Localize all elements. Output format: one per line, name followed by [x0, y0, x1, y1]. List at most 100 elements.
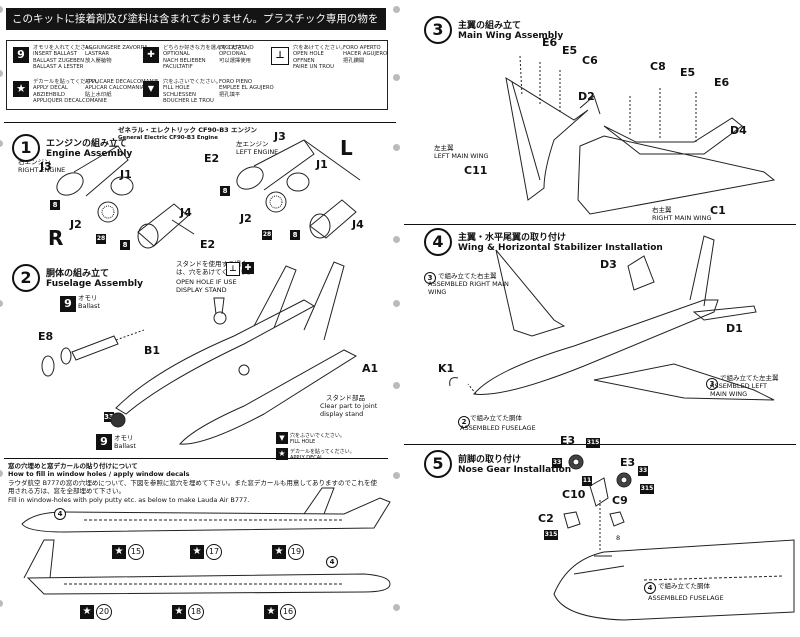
- part-a1: A1: [362, 362, 379, 375]
- paint-315-badge: 315: [544, 530, 558, 540]
- step4-title-jp: 主翼・水平尾翼の取り付け: [458, 233, 567, 243]
- part-e3: E3: [560, 434, 576, 447]
- binder-hole: [393, 604, 400, 611]
- paint-8-badge: 8: [220, 186, 230, 196]
- step2-title-en: Fuselage Assembly: [46, 279, 143, 289]
- binder-hole: [393, 472, 400, 479]
- ballast-label-jp: オモリ: [78, 294, 98, 302]
- ref-step3: 3: [424, 272, 436, 284]
- step1-divider: [4, 122, 396, 123]
- part-d3: D3: [600, 258, 617, 271]
- stand-note-jp: スタンドを使用する場合は、穴をあけてください。: [176, 260, 254, 276]
- paint-8-badge: 8: [50, 200, 60, 210]
- paint-28-badge: 28: [96, 234, 106, 244]
- paint-28-badge: 28: [262, 230, 272, 240]
- apply-decal-icon: ★: [276, 448, 288, 460]
- step4-title-en: Wing & Horizontal Stabilizer Installatio…: [458, 243, 663, 253]
- fill-hole-jp: 穴をふさいでください。: [290, 433, 345, 439]
- window-callout-bottom: 4: [326, 556, 338, 568]
- part-c9: C9: [612, 494, 628, 507]
- part-c10: C10: [562, 488, 586, 501]
- left-wing-note-en: ASSEMBLED LEFT MAIN WING: [710, 382, 767, 398]
- ref-step4: 4: [644, 582, 656, 594]
- step5-title-jp: 前脚の取り付け: [458, 455, 522, 465]
- step1-title-jp: エンジンの組み立て: [46, 139, 128, 149]
- right-page: 3 主翼の組み立て Main Wing Assembly E6 E5 C6 D2…: [404, 0, 796, 637]
- window-fuselage-drawings: [21, 487, 391, 595]
- part-j2-left: J2: [240, 212, 252, 225]
- left-wing-note-jp: で組み立てた左主翼: [720, 374, 779, 382]
- binder-hole: [393, 74, 400, 81]
- step3-title-en: Main Wing Assembly: [458, 31, 564, 41]
- step1-title-en: Engine Assembly: [46, 149, 133, 159]
- open-hole-icon: ⊥: [226, 262, 240, 276]
- ref-step2: 2: [458, 416, 470, 428]
- open-hole-icon: ⊥: [271, 47, 289, 65]
- stand-part-jp: スタンド部品: [326, 394, 365, 402]
- part-e3: E3: [620, 456, 636, 469]
- legend-optional: どちらか好きな方を選んでください。 OPTIONAL NACH BELIEBEN…: [163, 45, 253, 70]
- step5-number: 5: [424, 450, 452, 478]
- right-engine-jp: 右エンジン: [18, 158, 51, 166]
- step5-title-en: Nose Gear Installation: [458, 465, 572, 475]
- binder-hole: [0, 470, 3, 477]
- legend-open-hole-2: FORO APERTO HACER AGUJERO 把孔鑽開: [343, 45, 388, 64]
- engine-type-en: General Electric CF90-B3 Engine: [118, 135, 218, 141]
- part-e5: E5: [562, 44, 578, 57]
- part-j2-right: J2: [70, 218, 82, 231]
- binder-hole: [393, 6, 400, 13]
- symbol-legend: 9 オモリを入れてください。 INSERT BALLAST BALLAST ZU…: [6, 40, 388, 110]
- part-j4-right: J4: [180, 206, 192, 219]
- binder-hole: [0, 600, 3, 607]
- paint-8-badge: 8: [120, 240, 130, 250]
- decal-17: ★17: [190, 544, 222, 560]
- paint-315-badge: 315: [640, 484, 654, 494]
- decal-16: ★16: [264, 604, 296, 620]
- paint-33-badge: 33: [104, 412, 114, 422]
- legend-open-hole: 穴をあけてください。 OPEN HOLE OFFNEN FAIRE UN TRO…: [293, 45, 346, 70]
- decal-19: ★19: [272, 544, 304, 560]
- decal-18: ★18: [172, 604, 204, 620]
- paint-33-badge: 33: [552, 458, 562, 468]
- no-glue-banner: このキットに接着剤及び塗料は含まれておりません。プラスチック専用の物を別にお求め…: [6, 8, 386, 47]
- ballast-icon: 9: [96, 434, 112, 450]
- step4-number: 4: [424, 228, 452, 256]
- part-e6: E6: [714, 76, 730, 89]
- decal-20: ★20: [80, 604, 112, 620]
- part-e5: E5: [680, 66, 696, 79]
- left-marker: L: [340, 136, 353, 160]
- stand-part-en: Clear part to joint display stand: [320, 402, 378, 418]
- part-e2-right: E2: [200, 238, 216, 251]
- part-d1: D1: [726, 322, 743, 335]
- part-j3-right: J3: [40, 160, 52, 173]
- binder-hole: [393, 236, 400, 243]
- binder-hole: [393, 300, 400, 307]
- ballast-label-en: Ballast: [114, 442, 136, 450]
- part-k1: K1: [438, 362, 455, 375]
- step5-divider: [404, 444, 796, 445]
- paint-8-label: 8: [616, 534, 621, 542]
- center-binder-holes: [393, 0, 401, 637]
- part-c6: C6: [582, 54, 598, 67]
- legend-apply-decal: デカールを貼ってください。 APPLY DECAL ABZIEHBILD APP…: [33, 79, 107, 104]
- part-j3-left: J3: [274, 130, 286, 143]
- binder-hole: [0, 300, 3, 307]
- fuselage-note-jp: で組み立てた胴体: [470, 414, 522, 422]
- part-e6: E6: [542, 36, 558, 49]
- step3-title-jp: 主翼の組み立て: [458, 21, 522, 31]
- part-c2: C2: [538, 512, 554, 525]
- legend-optional-2: FACOLTATIVO OPCIONAL 可以選擇使用: [219, 45, 254, 64]
- paint-315-badge: 315: [586, 438, 600, 448]
- right-wing-note-jp: で組み立てた右主翼: [438, 272, 497, 280]
- legend-apply-decal-2: APPLICARE DECALCOMANIE APLICAR CALCOMANI…: [85, 79, 159, 98]
- step3-number: 3: [424, 16, 452, 44]
- binder-hole: [393, 382, 400, 389]
- windows-divider: [4, 458, 388, 459]
- part-d4: D4: [730, 124, 747, 137]
- left-engine-jp: 左エンジン: [236, 140, 269, 148]
- optional-icon: ✚: [143, 47, 159, 63]
- binder-holes: [0, 0, 4, 637]
- right-marker: R: [48, 226, 64, 250]
- fuselage-note-en: ASSEMBLED FUSELAGE: [460, 424, 536, 432]
- engine-type-jp: ゼネラル・エレクトリック CF90-B3 エンジン: [118, 126, 257, 134]
